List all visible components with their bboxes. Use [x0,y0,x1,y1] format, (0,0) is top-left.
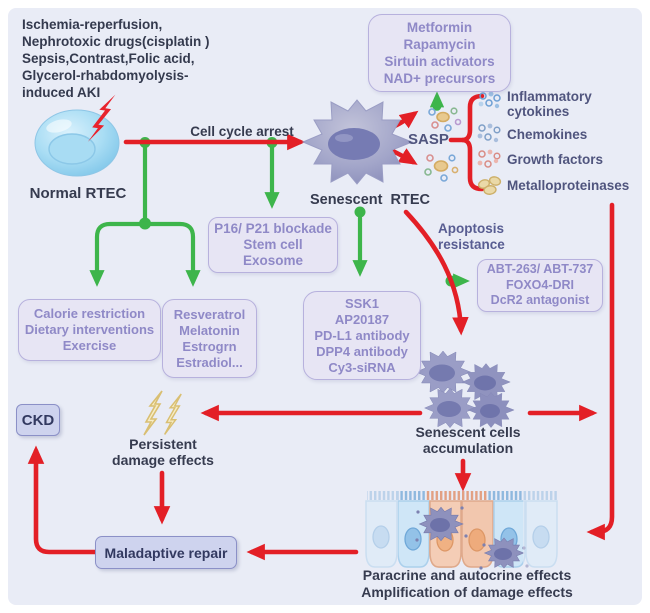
senescent-cells-accumulation-label: Senescent cells accumulation [415,424,521,456]
maladaptive-repair-box: Maladaptive repair [95,536,237,569]
abt-senolytics-box: ABT-263/ ABT-737 FOXO4-DRI DcR2 antagoni… [477,259,603,312]
sasp-molecule-cluster-lower [424,154,459,182]
persistent-damage-label: Persistent damage effects [112,436,214,468]
sasp-molecule-cluster-upper [428,107,462,132]
p16-p21-blockade-box: P16/ P21 blockade Stem cell Exosome [208,217,338,273]
red-flow-arrows [27,110,615,561]
senescent-rtec-label: Senescent RTEC [309,192,431,208]
ssk1-senolytics-box: SSK1 AP20187 PD-L1 antibody DPP4 antibod… [303,291,421,380]
normal-rtec-label: Normal RTEC [29,185,127,202]
sasp-item-inflammatory-cytokines: Inflammatory cytokines [507,89,592,119]
sasp-inhibition-up-arrow-icon [429,91,445,111]
sasp-item-metalloproteinases: Metalloproteinases [507,178,630,193]
senescent-cells-cluster-illustration [415,350,515,428]
sasp-brace-icon [448,93,485,192]
yellow-lightning-icon [143,390,182,436]
aki-causes-text: Ischemia-reperfusion, Nephrotoxic drugs(… [22,17,210,100]
sasp-downstream-arrow [586,202,615,541]
inflammatory-cytokines-icon [478,91,501,109]
cell-cycle-arrest-label: Cell cycle arrest [190,124,294,139]
paracrine-effects-label: Paracrine and autocrine effects Amplific… [361,567,573,600]
senescent-rtec-cell-illustration [302,99,413,185]
ckd-box: CKD [16,404,60,436]
epithelium-senescent-cell-icon [415,506,529,570]
growth-factors-icon [477,149,501,168]
resveratrol-box: Resveratrol Melatonin Estrogrn Estradiol… [162,299,257,378]
apoptosis-resistance-arrow [403,209,469,336]
sasp-item-growth-factors: Growth factors [507,152,604,167]
chemokines-icon [477,123,501,143]
apoptosis-resistance-label: Apoptosis resistance [438,221,505,252]
metalloproteinases-icon [477,176,502,195]
epithelium-illustration [362,488,561,572]
maladaptive-to-ckd-arrow [27,445,98,555]
calorie-restriction-box: Calorie restriction Dietary intervention… [18,299,161,361]
sasp-item-chemokines: Chemokines [507,127,588,142]
sasp-label: SASP [408,131,449,148]
normal-rtec-cell-illustration [34,109,120,177]
metformin-interventions-box: Metformin Rapamycin Sirtuin activators N… [368,14,511,92]
